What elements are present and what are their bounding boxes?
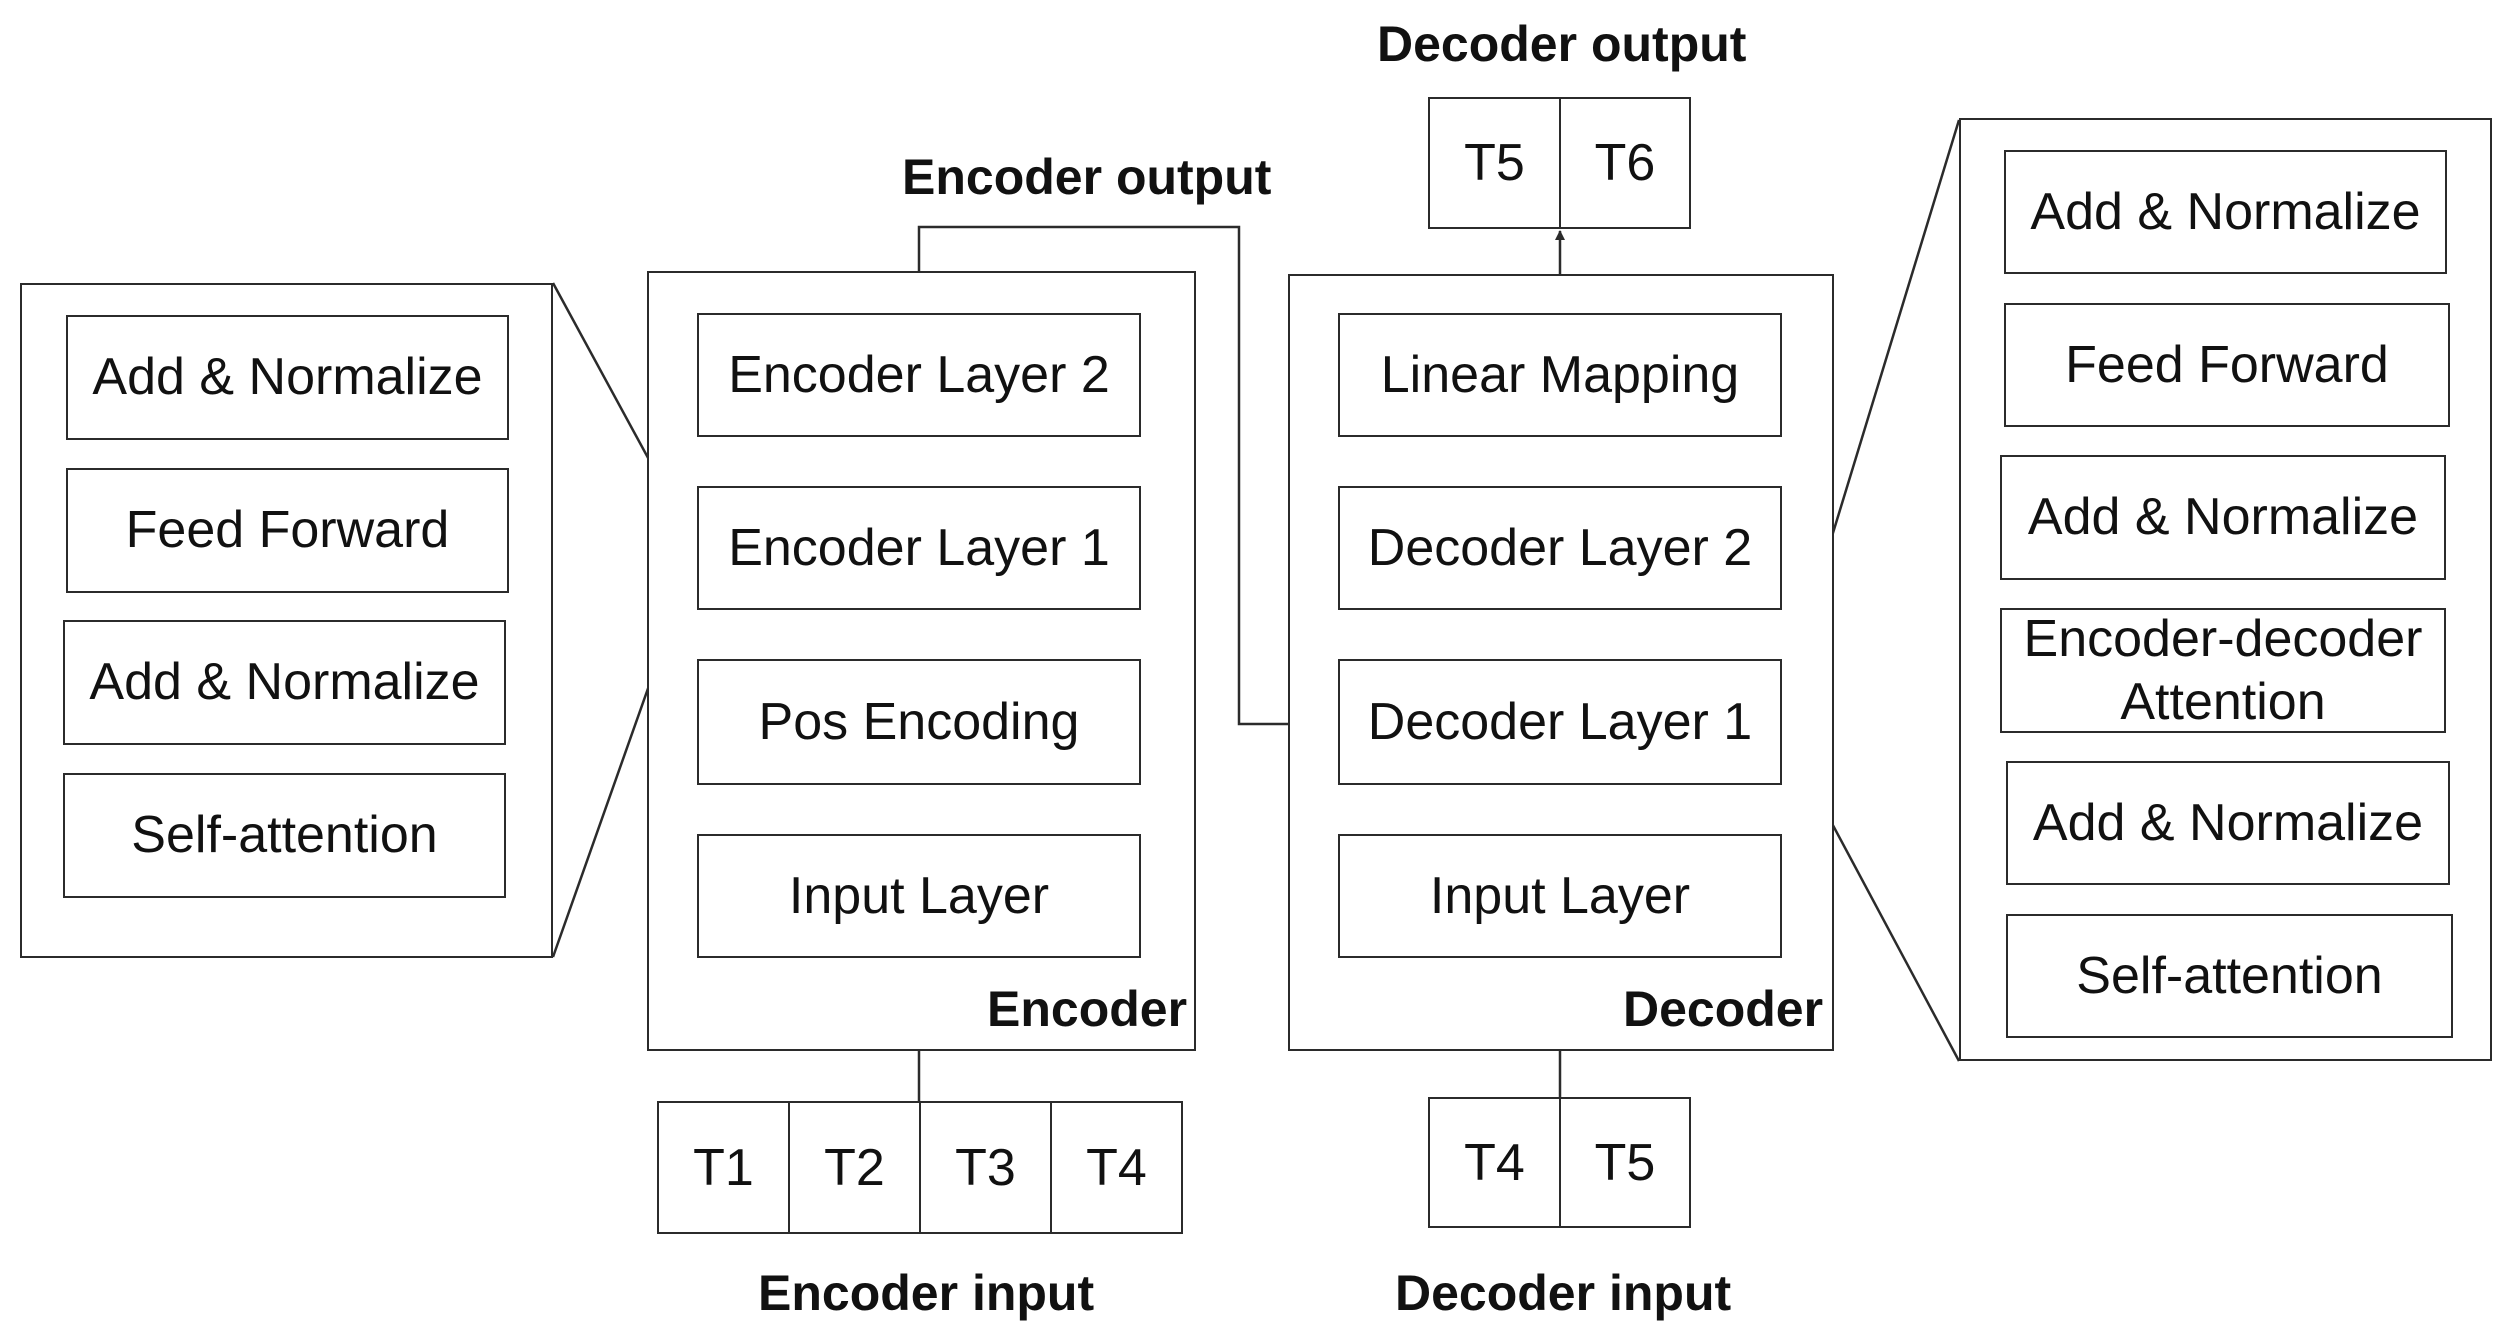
decoder-input-token: T4 — [1428, 1097, 1561, 1228]
encoder-input-layer: Input Layer — [697, 834, 1141, 958]
decoder-detail-feed-forward: Feed Forward — [2004, 303, 2450, 427]
pos-encoding: Pos Encoding — [697, 659, 1141, 785]
decoder-input-label: Decoder input — [1395, 1265, 1732, 1321]
encoder-layer-2: Encoder Layer 2 — [697, 313, 1141, 437]
encoder-detail-add-normalize: Add & Normalize — [63, 620, 506, 745]
decoder-detail-add-normalize: Add & Normalize — [2000, 455, 2446, 580]
linear-mapping: Linear Mapping — [1338, 313, 1782, 437]
decoder-input-token: T5 — [1559, 1097, 1691, 1228]
encoder-detail-feed-forward: Feed Forward — [66, 468, 509, 593]
decoder-detail-self-attention: Self-attention — [2006, 914, 2453, 1038]
encoder-input-token: T2 — [788, 1101, 921, 1234]
encoder-input-label: Encoder input — [758, 1265, 1095, 1321]
decoder-layer-1: Decoder Layer 1 — [1338, 659, 1782, 785]
encoder-input-token: T4 — [1050, 1101, 1183, 1234]
decoder-detail-add-normalize: Add & Normalize — [2004, 150, 2447, 274]
encoder-title: Encoder — [987, 981, 1188, 1037]
encoder-input-token: T1 — [657, 1101, 790, 1234]
encoder-detail-self-attention: Self-attention — [63, 773, 506, 898]
encoder-layer-1: Encoder Layer 1 — [697, 486, 1141, 610]
decoder-detail-add-normalize: Add & Normalize — [2006, 761, 2450, 885]
decoder-layer-2: Decoder Layer 2 — [1338, 486, 1782, 610]
encoder-output-label: Encoder output — [902, 149, 1272, 205]
decoder-input-layer: Input Layer — [1338, 834, 1782, 958]
decoder-detail-encoder-decoder-attention: Encoder-decoder Attention — [2000, 608, 2446, 733]
decoder-layer-detail-panel — [1959, 118, 2492, 1061]
encoder-detail-add-normalize: Add & Normalize — [66, 315, 509, 440]
decoder-output-label: Decoder output — [1377, 16, 1747, 72]
decoder-output-token: T6 — [1559, 97, 1691, 229]
decoder-title: Decoder — [1623, 981, 1824, 1037]
decoder-output-token: T5 — [1428, 97, 1561, 229]
encoder-input-token: T3 — [919, 1101, 1052, 1234]
